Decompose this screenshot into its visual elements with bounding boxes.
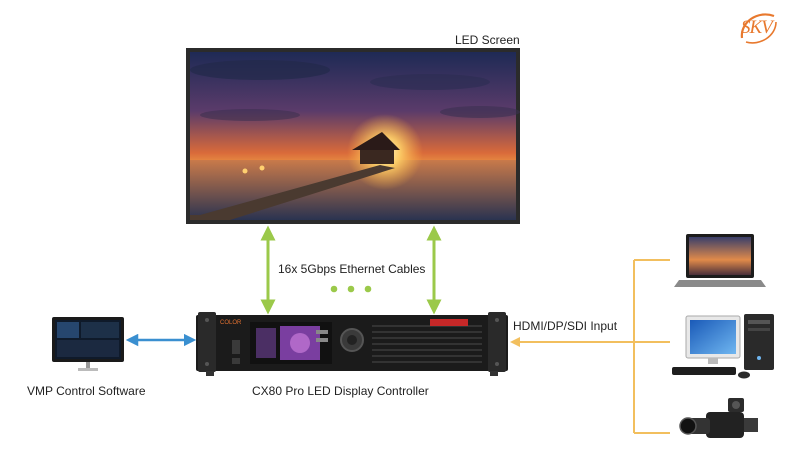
controller-device bbox=[196, 312, 508, 376]
ethernet-label: 16x 5Gbps Ethernet Cables bbox=[278, 262, 426, 276]
desktop-pc-source bbox=[672, 314, 774, 379]
brand-logo: SKV bbox=[736, 8, 780, 48]
input-label: HDMI/DP/SDI Input bbox=[513, 319, 618, 333]
logo-swirl-icon bbox=[740, 13, 777, 44]
logo-text: SKV bbox=[741, 17, 773, 38]
vmp-monitor bbox=[52, 317, 124, 371]
input-connector-lines bbox=[633, 259, 670, 434]
software-label: VMP Control Software bbox=[27, 384, 146, 398]
ellipsis-dots bbox=[330, 285, 372, 293]
controller-brand-mark: COLOR bbox=[220, 320, 242, 326]
laptop-source bbox=[674, 234, 766, 287]
led-screen-label: LED Screen bbox=[455, 33, 520, 47]
camera-source bbox=[679, 398, 758, 438]
led-screen bbox=[186, 48, 520, 224]
controller-label: CX80 Pro LED Display Controller bbox=[252, 384, 429, 398]
